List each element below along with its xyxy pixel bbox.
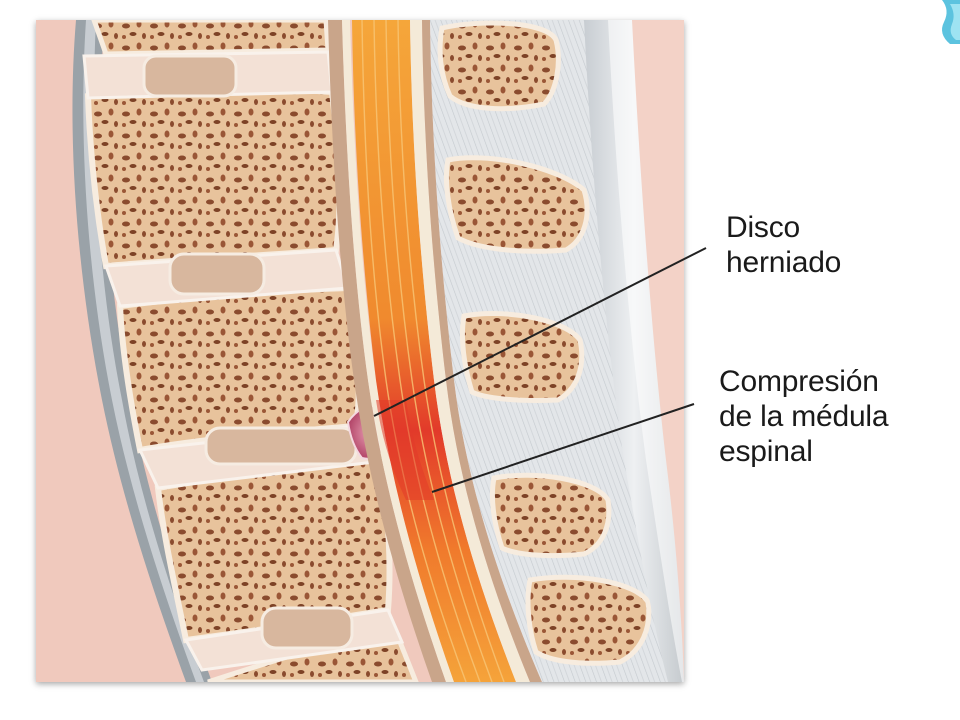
cord-compression-label-line-3: espinal [719,435,813,468]
spine-cross-section [36,20,684,682]
spine-illustration [36,20,684,682]
cord-compression-label: Compresión de la médula espinal [719,364,889,469]
herniated-disc-label-line-2: herniado [726,246,842,279]
cord-compression-label-line-1: Compresión [719,365,879,398]
cord-compression-label-line-2: de la médula [719,400,889,433]
vertebra-1 [84,85,343,270]
corner-decoration [942,0,960,44]
herniated-disc-label-line-1: Disco [726,211,801,244]
herniated-disc-label: Disco herniado [726,210,841,280]
vertebra-2 [116,284,362,454]
